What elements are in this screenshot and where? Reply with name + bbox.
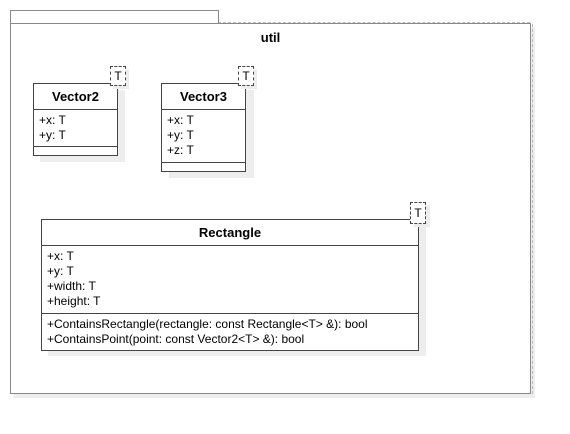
attribute: +x: T <box>167 113 194 127</box>
operations-compartment <box>162 163 245 166</box>
attribute: +height: T <box>47 294 101 308</box>
attribute: +y: T <box>39 128 66 142</box>
operations-compartment <box>34 147 117 150</box>
attribute: +x: T <box>47 249 74 263</box>
class-name: Rectangle <box>42 220 418 246</box>
attribute: +z: T <box>167 143 194 157</box>
attributes-compartment: +x: T +y: T +width: T +height: T <box>42 246 418 314</box>
operation: +ContainsPoint(point: const Vector2<T> &… <box>47 332 305 346</box>
template-parameter: T <box>238 66 254 86</box>
attribute: +y: T <box>47 264 74 278</box>
class-name: Vector3 <box>162 84 245 110</box>
template-parameter: T <box>110 66 126 86</box>
attribute: +y: T <box>167 128 194 142</box>
attributes-compartment: +x: T +y: T +z: T <box>162 110 245 163</box>
class-rectangle[interactable]: Rectangle +x: T +y: T +width: T +height:… <box>41 219 419 351</box>
operations-compartment: +ContainsRectangle(rectangle: const Rect… <box>42 314 418 347</box>
class-vector2[interactable]: Vector2 +x: T +y: T <box>33 83 118 156</box>
template-parameter: T <box>410 202 426 224</box>
class-name: Vector2 <box>34 84 117 110</box>
package-dashed-edge-right <box>532 24 533 394</box>
operation: +ContainsRectangle(rectangle: const Rect… <box>47 317 368 331</box>
attribute: +width: T <box>47 279 96 293</box>
package-title: util <box>260 30 281 45</box>
attributes-compartment: +x: T +y: T <box>34 110 117 147</box>
package-tab[interactable] <box>10 10 219 24</box>
attribute: +x: T <box>39 113 66 127</box>
package-dashed-edge-top <box>218 22 530 23</box>
class-vector3[interactable]: Vector3 +x: T +y: T +z: T <box>161 83 246 172</box>
